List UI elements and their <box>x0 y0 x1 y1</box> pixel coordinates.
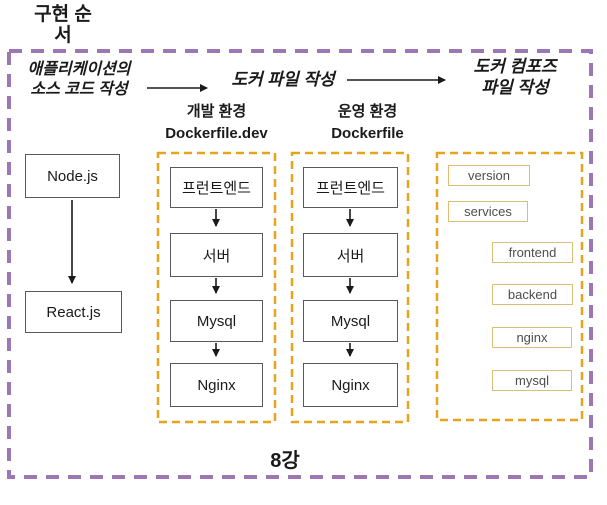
dev-mysql-box: Mysql <box>170 300 263 342</box>
prod-dashed-box <box>290 151 410 424</box>
react-js-box: React.js <box>25 291 122 333</box>
prod-mysql-box: Mysql <box>303 300 398 342</box>
prod-column-header: 운영 환경 Dockerfile <box>331 103 404 142</box>
flow-step-compose: 도커 컴포즈 파일 작성 <box>473 57 557 97</box>
compose-version-box: version <box>448 165 530 186</box>
compose-nginx-box: nginx <box>492 327 572 348</box>
compose-backend-box: backend <box>492 284 573 305</box>
prod-nginx-box: Nginx <box>303 363 398 407</box>
prod-server-box: 서버 <box>303 233 398 277</box>
prod-frontend-box: 프런트엔드 <box>303 167 398 208</box>
dev-nginx-box: Nginx <box>170 363 263 407</box>
node-js-box: Node.js <box>25 154 120 198</box>
dev-frontend-box: 프런트엔드 <box>170 167 263 208</box>
outer-dashed-frame <box>7 49 593 479</box>
dev-server-box: 서버 <box>170 233 263 277</box>
flow-step-source-code: 애플리케이션의 소스 코드 작성 <box>27 61 131 98</box>
flow-step-dockerfile: 도커 파일 작성 <box>231 70 335 89</box>
dev-dashed-box <box>156 151 277 424</box>
lecture-number-label: 8강 <box>270 450 300 472</box>
compose-mysql-box: mysql <box>492 370 572 391</box>
page-title: 구현 순 서 <box>34 4 92 46</box>
compose-services-box: services <box>448 201 528 222</box>
dev-column-header: 개발 환경 Dockerfile.dev <box>165 103 268 142</box>
compose-frontend-box: frontend <box>492 242 573 263</box>
compose-dashed-box <box>435 151 584 422</box>
